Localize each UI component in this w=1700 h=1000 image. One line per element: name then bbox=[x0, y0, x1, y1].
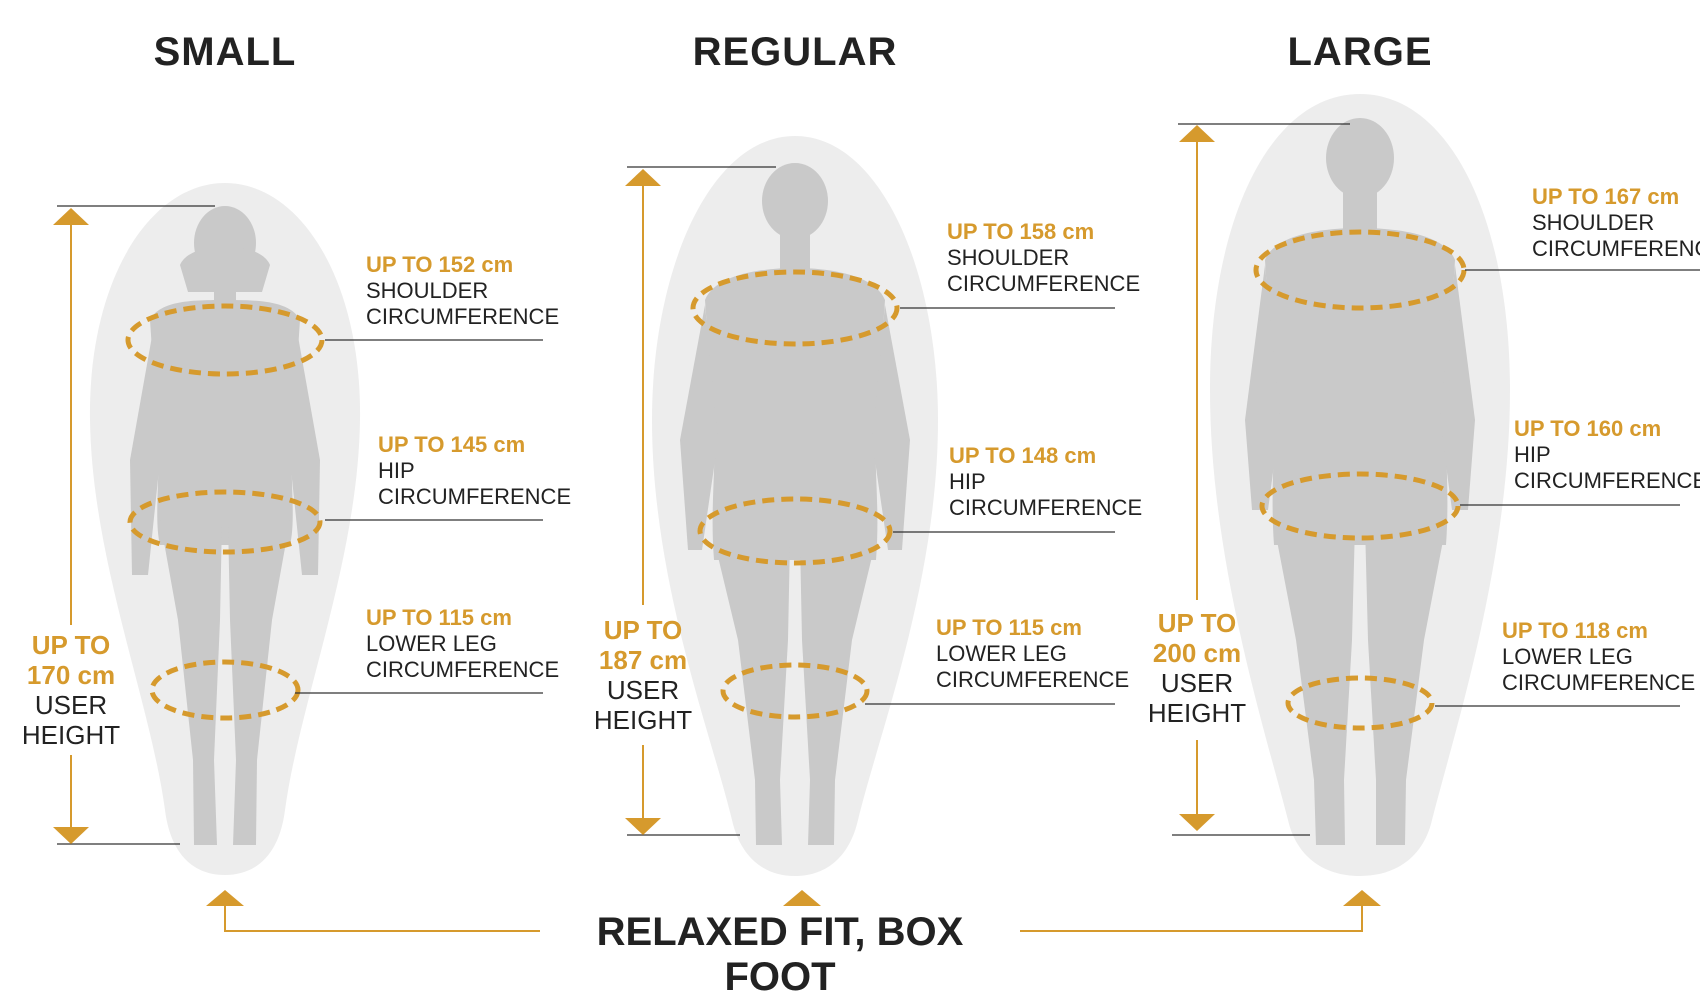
measurement-label-line2: CIRCUMFERENCE bbox=[1532, 236, 1700, 261]
measurement-label-line2: CIRCUMFERENCE bbox=[366, 657, 560, 682]
leader-lines bbox=[295, 269, 1700, 707]
lower-leg-ring-regular bbox=[720, 662, 870, 720]
circumference-rings bbox=[125, 229, 1467, 731]
size-title-small: SMALL bbox=[153, 30, 297, 74]
measurement-label-line1: LOWER LEG bbox=[1502, 644, 1633, 669]
height-label-line1: USER bbox=[1160, 668, 1234, 698]
size-chart: SMALL REGULAR LARGE UP TO 170 cm USER HE… bbox=[0, 30, 1700, 999]
measurement-value: UP TO 152 cm bbox=[366, 252, 514, 277]
measurement-value: UP TO 115 cm bbox=[936, 615, 1082, 640]
measurement-label-line1: LOWER LEG bbox=[936, 641, 1067, 666]
height-label-line2: HEIGHT bbox=[1147, 698, 1247, 728]
measurement-value: UP TO 160 cm bbox=[1514, 416, 1662, 441]
height-label-line1: USER bbox=[34, 690, 108, 720]
fit-bracket bbox=[206, 890, 1381, 932]
measurement-label-line1: SHOULDER bbox=[1532, 210, 1655, 235]
measurement-lower-leg-regular: UP TO 115 cm LOWER LEG CIRCUMFERENCE bbox=[936, 615, 1129, 693]
measurement-label-line2: CIRCUMFERENCE bbox=[1502, 670, 1696, 695]
hip-ring-large bbox=[1259, 471, 1461, 541]
height-prefix: UP TO bbox=[1157, 608, 1237, 638]
size-title-regular: REGULAR bbox=[692, 30, 898, 74]
measurement-value: UP TO 145 cm bbox=[378, 432, 526, 457]
measurement-value: UP TO 167 cm bbox=[1532, 184, 1680, 209]
height-prefix: UP TO bbox=[31, 630, 111, 660]
silhouette-large bbox=[1245, 118, 1475, 845]
measurement-label-line1: HIP bbox=[378, 458, 415, 483]
height-label-line2: HEIGHT bbox=[593, 705, 693, 735]
silhouette-regular bbox=[680, 163, 910, 845]
shoulder-ring-small bbox=[125, 303, 325, 377]
measurement-label-line1: SHOULDER bbox=[366, 278, 489, 303]
height-label-regular: UP TO 187 cm USER HEIGHT bbox=[563, 615, 723, 735]
height-label-line2: HEIGHT bbox=[21, 720, 121, 750]
measurement-label-line1: SHOULDER bbox=[947, 245, 1070, 270]
measurement-lower-leg-small: UP TO 115 cm LOWER LEG CIRCUMFERENCE bbox=[366, 605, 559, 683]
fit-arrow-small bbox=[206, 890, 244, 906]
measurement-label-line2: CIRCUMFERENCE bbox=[366, 304, 560, 329]
height-label-large: UP TO 200 cm USER HEIGHT bbox=[1117, 608, 1277, 728]
height-label-line1: USER bbox=[606, 675, 680, 705]
size-title-large: LARGE bbox=[1287, 30, 1433, 74]
measurement-label-line2: CIRCUMFERENCE bbox=[936, 667, 1130, 692]
size-chart-graphics bbox=[53, 94, 1700, 932]
measurement-label-line2: CIRCUMFERENCE bbox=[1514, 468, 1700, 493]
measurement-hip-large: UP TO 160 cm HIP CIRCUMFERENCE bbox=[1514, 416, 1700, 494]
measurement-lower-leg-large: UP TO 118 cm LOWER LEG CIRCUMFERENCE bbox=[1502, 618, 1695, 696]
hip-ring-small bbox=[127, 489, 323, 555]
measurement-value: UP TO 118 cm bbox=[1502, 618, 1648, 643]
measurement-label-line2: CIRCUMFERENCE bbox=[947, 271, 1141, 296]
height-label-small: UP TO 170 cm USER HEIGHT bbox=[0, 630, 151, 750]
height-prefix: UP TO bbox=[603, 615, 683, 645]
height-value: 200 cm bbox=[1152, 638, 1242, 668]
fit-label: RELAXED FIT, BOX FOOT bbox=[596, 910, 964, 999]
lower-leg-ring-large bbox=[1285, 675, 1435, 731]
hip-ring-regular bbox=[697, 496, 893, 566]
measurement-hip-small: UP TO 145 cm HIP CIRCUMFERENCE bbox=[378, 432, 571, 510]
shoulder-ring-large bbox=[1253, 229, 1467, 311]
measurement-label-line2: CIRCUMFERENCE bbox=[949, 495, 1143, 520]
measurement-label-line1: LOWER LEG bbox=[366, 631, 497, 656]
height-value: 187 cm bbox=[598, 645, 688, 675]
measurement-shoulder-regular: UP TO 158 cm SHOULDER CIRCUMFERENCE bbox=[947, 219, 1140, 297]
lower-leg-ring-small bbox=[149, 659, 301, 721]
measurement-label-line1: HIP bbox=[1514, 442, 1551, 467]
measurement-label-line1: HIP bbox=[949, 469, 986, 494]
fit-arrow-regular bbox=[783, 890, 821, 906]
silhouette-small bbox=[130, 206, 320, 845]
measurement-hip-regular: UP TO 148 cm HIP CIRCUMFERENCE bbox=[949, 443, 1142, 521]
fit-arrow-large bbox=[1343, 890, 1381, 906]
height-arrows bbox=[53, 123, 1350, 845]
measurement-value: UP TO 158 cm bbox=[947, 219, 1095, 244]
measurement-label-line2: CIRCUMFERENCE bbox=[378, 484, 572, 509]
measurement-value: UP TO 115 cm bbox=[366, 605, 512, 630]
measurement-value: UP TO 148 cm bbox=[949, 443, 1097, 468]
measurement-shoulder-small: UP TO 152 cm SHOULDER CIRCUMFERENCE bbox=[366, 252, 559, 330]
shoulder-ring-regular bbox=[690, 269, 900, 347]
height-value: 170 cm bbox=[26, 660, 116, 690]
measurement-shoulder-large: UP TO 167 cm SHOULDER CIRCUMFERENCE bbox=[1532, 184, 1700, 262]
